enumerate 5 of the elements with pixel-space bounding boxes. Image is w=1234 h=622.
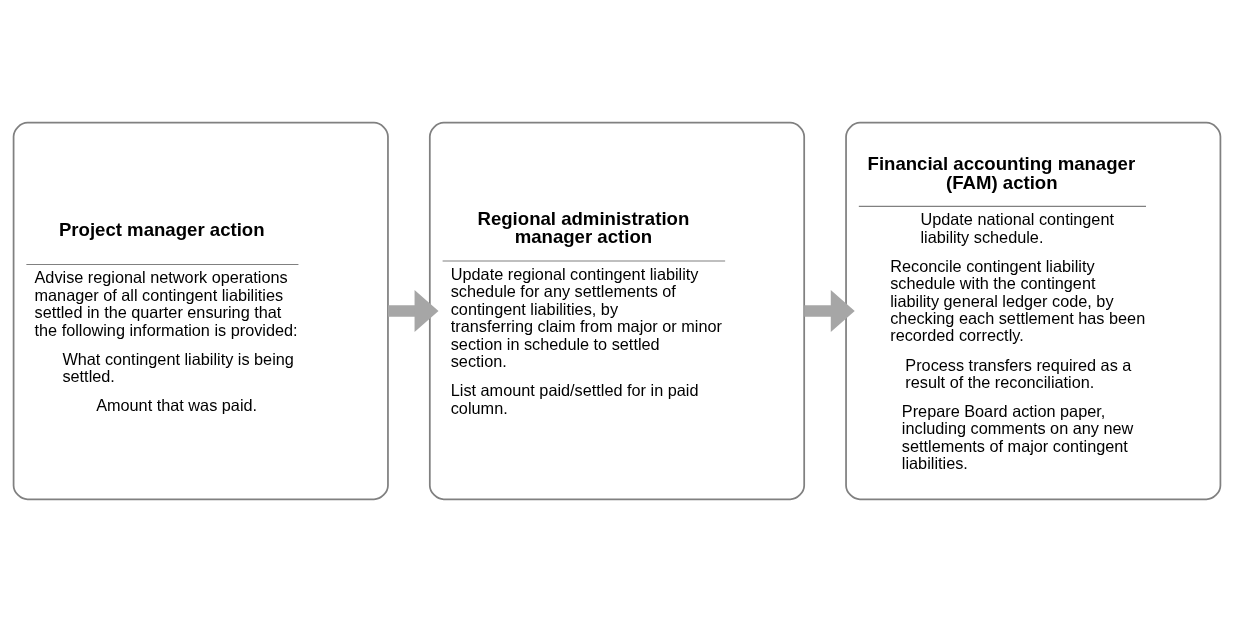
arrow [388, 290, 439, 332]
node-box: Financial accounting manager (FAM) action Update national contingent liability schedule. Reconcile contingent liability schedule with the contingent liability general ledger code, by checking each settlement has been recorded correctly. Process transfers required as a result of the reconciliation. Prepare Board action paper, including comments on any new settlements of major contingent liabilities. [845, 121, 1222, 501]
node-box: Regional administration manager action Update regional contingent liability schedule for any settlements of contingent liabilities, by transferring claim from major or minor section in schedule to settled section. List amount paid/settled for in paid column. [428, 121, 806, 501]
arrow [804, 290, 855, 332]
node-box: Project manager action Advise regional network operations manager of all contingent liabilities settled in the quarter ensuring that the following information is provided: What contingent liability is being settled. Amount that was paid. [12, 121, 389, 501]
